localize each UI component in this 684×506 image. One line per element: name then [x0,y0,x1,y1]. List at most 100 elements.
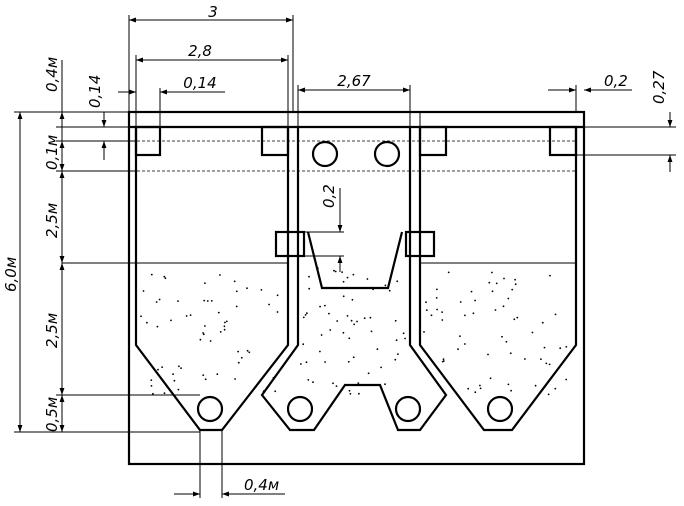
sludge-dot [172,373,175,376]
sludge-dot [502,305,505,308]
sludge-dot [543,346,546,349]
sludge-dot [370,286,373,289]
label-0-5-left: 0,5м [43,397,61,432]
sludge-dot [436,288,438,291]
label-0-14-vert: 0,14 [86,75,104,108]
sludge-dot [189,314,192,316]
sludge-dot [320,334,323,336]
sludge-dot [388,289,391,292]
sludge-dot [219,274,221,276]
sludge-dot [234,378,237,380]
sludge-dot [202,374,205,376]
sludge-dot [224,321,226,324]
sludge-dot [370,330,373,333]
sludge-dot [155,301,158,303]
pipe-bottom-4 [486,395,514,423]
sludge-dot [363,317,366,320]
sludge-dot [394,358,397,361]
sludge-dot [541,321,544,324]
gutter-right-mid [418,125,448,157]
sludge-dot [366,278,369,280]
sludge-dot [300,363,302,365]
sludge-dot [441,319,444,321]
label-2-67: 2,67 [337,72,371,90]
sludge-dot [495,282,498,285]
sludge-dot [352,356,355,359]
sludge-dot [548,363,551,366]
sludge-dot [163,275,166,278]
sludge-dot [262,390,265,392]
sludge-dot [199,338,202,341]
sludge-dot [223,325,226,328]
sludge-dot [346,315,349,317]
sludge-dot [474,299,476,302]
bracket-right [404,230,436,258]
sludge-dot [534,384,537,387]
label-6-0: 6,0м [2,257,20,292]
sludge-dot [237,350,240,353]
sludge-dot [202,332,205,334]
sludge-dot [302,343,305,346]
sludge-dot [516,316,519,319]
sludge-dot [430,314,433,317]
sludge-dot [540,358,542,360]
sludge-dot [467,387,470,390]
left-bunker [134,127,290,432]
sludge-dot [442,358,445,361]
sludge-dot [513,318,516,321]
sludge-dot [457,348,459,351]
sludge-dot [507,383,510,386]
sludge-dot [559,347,562,350]
sludge-dot [223,328,226,331]
sludge-dot [185,315,188,317]
sludge-dot [459,301,462,303]
sludge-dot [464,343,466,345]
sludge-dot [349,392,352,395]
sludge-dot [319,305,321,308]
sludge-dot [158,298,161,301]
sludge-dot [488,281,491,284]
sludge-dot [358,392,360,395]
pipe-bottom-1 [196,395,224,423]
sludge-dot [352,273,355,276]
sludge-dot [210,300,213,302]
sludge-dot [216,373,219,376]
sludge-dot [217,311,220,314]
sludge-dot [346,276,349,279]
sludge-dot [276,294,279,297]
sludge-dot [248,351,251,354]
sludge-dot [308,275,310,278]
sludge-dot [441,311,443,313]
sludge-dot [312,381,314,384]
sludge-dot [173,379,176,382]
sludge-dot [304,314,307,316]
gutter-left-mid [260,125,290,157]
sludge-dot [369,316,372,319]
middle-bunker [260,127,448,432]
sludge-dot [511,288,514,291]
sludge-dot [514,283,517,286]
central-trough [306,231,404,290]
label-2-8: 2,8 [188,42,212,60]
sludge-dot [479,384,481,387]
label-0-4-left: 0,4м [43,57,61,92]
sludge-dot [328,312,330,315]
sludge-dot [356,320,358,323]
pipe-bottom-2 [286,395,314,423]
sludge-dot [459,335,461,338]
sludge-dot [435,297,438,299]
pipe-top-right [373,140,401,168]
sludge-dot [152,392,154,395]
label-0-4-bottom: 0,4м [244,476,279,494]
sludge-dot [394,319,397,322]
sludge-dot [246,287,248,290]
sludge-dot [367,372,370,375]
sludge-dot [177,300,179,302]
pipe-top-left [311,140,339,168]
sludge-dot [404,337,406,340]
outer-frame [127,110,586,466]
sludge-dot [425,301,427,304]
sludge-dot [177,388,180,391]
sludge-dot [549,274,551,277]
